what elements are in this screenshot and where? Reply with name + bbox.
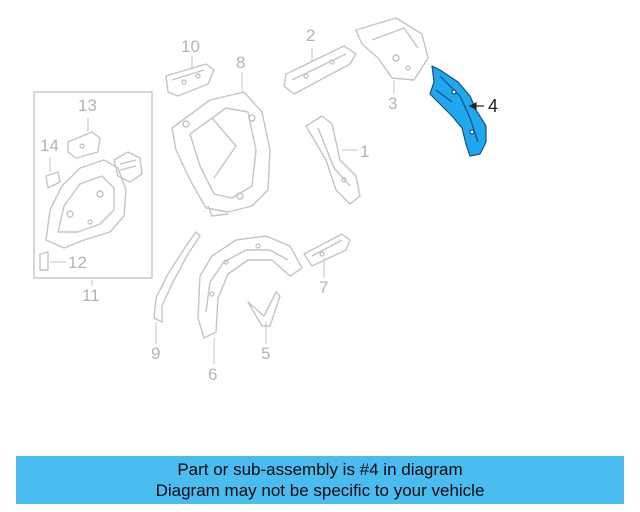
part-14-clip: [45, 171, 61, 189]
part-12-clip: [39, 251, 49, 271]
part-8-inner-panel: [171, 91, 271, 217]
parts-diagram: 10 8 2 3 4 1 13 14 12 11 9 6 5 7: [33, 17, 499, 384]
banner-line-2: Diagram may not be specific to your vehi…: [155, 481, 485, 500]
part-3-panel: [355, 17, 429, 81]
callout-3: 3: [388, 94, 398, 113]
callout-4: 4: [488, 96, 499, 116]
callout-1: 1: [360, 142, 370, 161]
inset-box-11: [33, 91, 153, 279]
part-10-bracket: [165, 63, 215, 97]
callout-7: 7: [319, 278, 329, 297]
part-11-assembly: [45, 159, 127, 249]
part-2-rail: [283, 45, 357, 95]
part-small-cap: [113, 151, 143, 183]
diagram-drawing: [33, 17, 487, 364]
part-5-gusset: [247, 291, 281, 327]
part-1-pillar: [305, 115, 361, 205]
banner-line-1: Part or sub-assembly is #4 in diagram: [177, 460, 463, 479]
part-4-highlighted: [429, 65, 487, 157]
part-13-bracket: [67, 131, 101, 159]
callout-5: 5: [261, 344, 271, 363]
diagram-notice-banner: Part or sub-assembly is #4 in diagram Di…: [16, 456, 624, 504]
part-7-bracket: [303, 233, 351, 267]
part-9-strip: [153, 231, 201, 323]
callout-14: 14: [40, 136, 59, 155]
callout-11: 11: [82, 286, 100, 305]
part-6-wheel-arch: [197, 235, 303, 339]
callout-6: 6: [208, 365, 218, 384]
callout-9: 9: [151, 344, 161, 363]
callout-10: 10: [181, 37, 200, 56]
callout-12: 12: [68, 253, 87, 272]
callout-8: 8: [236, 53, 246, 72]
callout-13: 13: [78, 96, 97, 115]
callout-2: 2: [306, 26, 316, 45]
